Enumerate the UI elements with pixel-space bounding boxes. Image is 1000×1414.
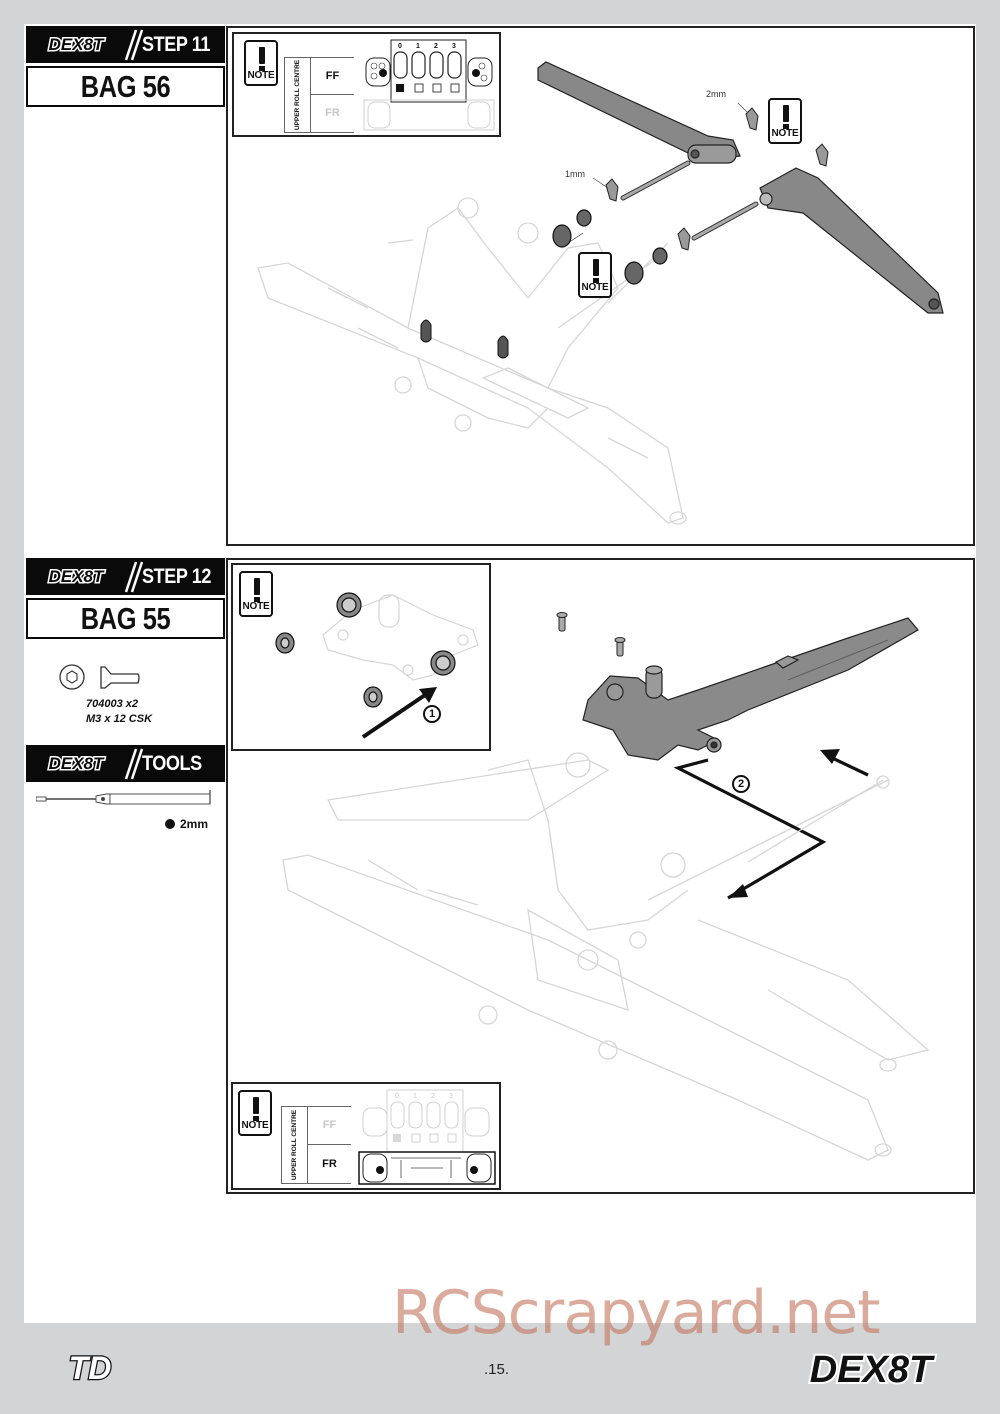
exclamation-icon <box>783 105 789 122</box>
bag-label: BAG 56 <box>26 66 225 107</box>
shim-clips <box>605 107 829 251</box>
step-11-exploded-view <box>257 61 944 525</box>
insert-left <box>420 319 432 343</box>
step-number: STEP 12 <box>142 565 211 588</box>
double-slash-divider <box>124 561 144 593</box>
tools-header: DEX8T TOOLS <box>26 745 225 782</box>
tool-size-dot-icon <box>165 819 175 829</box>
svg-text:2: 2 <box>431 1093 435 1100</box>
arrow-head-1 <box>419 687 437 703</box>
roll-centre-inset: NOTE UPPER ROLL CENTRE FF FR 0 1 2 3 <box>231 1082 501 1190</box>
bag-label: BAG 55 <box>26 598 225 639</box>
exclamation-icon <box>254 578 260 595</box>
step-11-header: DEX8T STEP 11 <box>26 26 225 63</box>
double-slash-divider <box>124 29 144 61</box>
exclamation-icon <box>593 259 599 276</box>
note-badge: NOTE <box>244 40 278 86</box>
roll-centre-title: UPPER ROLL CENTRE <box>290 1109 298 1181</box>
note-badge: NOTE <box>238 1090 272 1136</box>
bushing-inset: NOTE 1 <box>231 563 491 751</box>
callout-1mm: 1mm <box>565 169 585 179</box>
chassis-ghost-drawing <box>282 752 930 1161</box>
svg-text:3: 3 <box>449 1093 453 1100</box>
roll-centre-table: UPPER ROLL CENTRE FF FR <box>284 57 356 133</box>
step-number: STEP 11 <box>142 33 210 56</box>
dex8t-brand-logo: DEX8T <box>34 752 118 775</box>
arrow-head-right <box>820 749 840 764</box>
part-number: 704003 x2 <box>86 698 138 710</box>
row-ff: FF <box>307 1106 351 1145</box>
svg-text:DEX8T: DEX8T <box>49 754 105 773</box>
page-number: .15. <box>484 1361 510 1378</box>
note-badge: NOTE <box>578 252 612 298</box>
svg-text:TD: TD <box>69 1350 112 1386</box>
sequence-number-1: 1 <box>423 705 441 723</box>
roll-centre-diagram: 0 1 2 3 <box>358 1089 496 1185</box>
step-11-diagram-panel: 2mm 1mm NOTE NOTE NOTE UPPER ROLL CENTRE… <box>226 26 975 546</box>
svg-text:DEX8T: DEX8T <box>49 35 105 54</box>
chassis-ghost-drawing <box>257 197 687 525</box>
svg-text:1: 1 <box>416 43 420 50</box>
roll-centre-diagram: 0 1 2 3 <box>363 39 495 131</box>
upper-arm-rear <box>759 167 944 314</box>
dex8t-footer-logo: DEX8T <box>808 1347 937 1390</box>
part-description: M3 x 12 CSK <box>86 713 153 725</box>
row-fr: FR <box>307 1144 351 1184</box>
svg-text:DEX8T: DEX8T <box>810 1349 935 1390</box>
bushing-exploded-view <box>275 592 479 739</box>
arrow-head-2 <box>728 884 748 898</box>
svg-text:DEX8T: DEX8T <box>49 567 105 586</box>
svg-text:3: 3 <box>452 43 456 50</box>
sequence-number-2: 2 <box>732 775 750 793</box>
dex8t-brand-logo: DEX8T <box>34 33 118 56</box>
dex8t-brand-logo: DEX8T <box>34 565 118 588</box>
svg-text:0: 0 <box>398 43 402 50</box>
screws <box>556 612 626 657</box>
roll-centre-inset: NOTE UPPER ROLL CENTRE FF FR 0 1 2 3 <box>232 32 501 137</box>
roll-centre-title: UPPER ROLL CENTRE <box>293 59 301 131</box>
watermark: RCScrapyard.net <box>392 1278 881 1348</box>
tools-label: TOOLS <box>142 752 202 775</box>
note-badge: NOTE <box>239 571 273 617</box>
double-slash-divider <box>124 748 144 780</box>
step-12-header: DEX8T STEP 12 <box>26 558 225 595</box>
step-12-exploded-view <box>282 612 930 1161</box>
tool-size: 2mm <box>180 817 209 831</box>
svg-text:0: 0 <box>395 1093 399 1100</box>
upper-arm-front <box>537 61 741 164</box>
callout-2mm: 2mm <box>706 89 726 99</box>
note-badge: NOTE <box>768 98 802 144</box>
upper-arm-mount-assembly <box>582 617 919 761</box>
exclamation-icon <box>259 47 265 64</box>
row-fr: FR <box>310 94 354 133</box>
bushings <box>275 592 456 708</box>
row-ff: FF <box>310 57 354 95</box>
csk-screw-icon <box>59 664 140 690</box>
bushings <box>552 209 668 285</box>
hex-driver-icon <box>36 790 211 805</box>
svg-text:1: 1 <box>413 1093 417 1100</box>
step-12-diagram-panel: 2 NOTE 1 NOTE <box>226 558 975 1194</box>
td-logo: TD <box>67 1349 112 1388</box>
roll-centre-table: UPPER ROLL CENTRE FF FR <box>281 1106 353 1184</box>
svg-text:2: 2 <box>434 43 438 50</box>
insert-right <box>497 335 509 359</box>
selected-position-marker <box>396 84 404 92</box>
part-entry: 704003 x2 M3 x 12 CSK <box>86 697 152 727</box>
exclamation-icon <box>253 1097 259 1114</box>
